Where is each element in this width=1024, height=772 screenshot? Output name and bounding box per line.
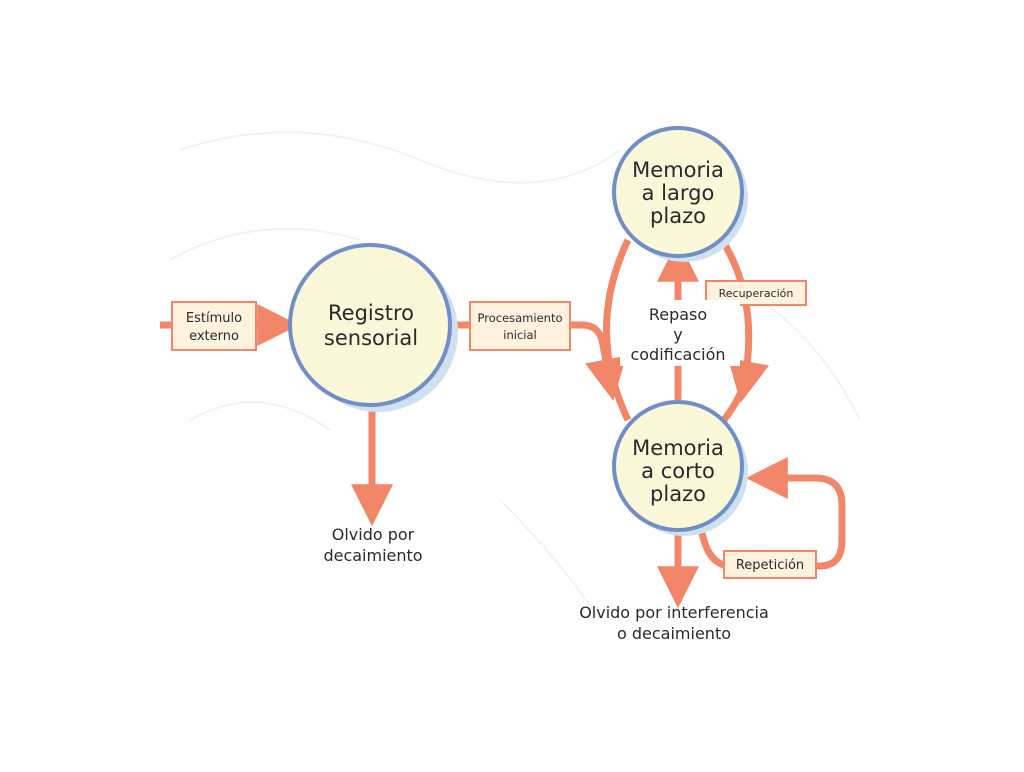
label-retrieval: Recuperación: [705, 280, 807, 306]
longterm-line3: plazo: [650, 204, 706, 228]
label-forget-decay: Olvido por decaimiento: [323, 525, 422, 565]
label-forget-interference: Olvido por interferencia o decaimiento: [579, 603, 769, 643]
stimulus-line1: Estímulo: [186, 311, 242, 326]
stimulus-line2: externo: [189, 329, 239, 344]
rehearsal-line2: y: [673, 325, 682, 344]
longterm-line2: a largo: [642, 181, 715, 205]
repetition-text: Repetición: [736, 558, 804, 573]
rehearsal-line1: Repaso: [649, 305, 707, 324]
label-rehearsal: Repaso y codificación: [620, 300, 740, 366]
shortterm-line2: a corto: [641, 459, 715, 483]
background-texture: [169, 131, 861, 621]
arrows: [160, 238, 846, 609]
shortterm-line1: Memoria: [632, 436, 724, 460]
forget-decay-line1: Olvido por: [332, 525, 415, 544]
processing-line2: inicial: [503, 328, 536, 342]
sensory-line2: sensorial: [324, 326, 418, 350]
forget-decay-line2: decaimiento: [323, 546, 422, 565]
rehearsal-line3: codificación: [630, 345, 725, 364]
retrieval-text: Recuperación: [719, 287, 794, 300]
forget-interference-line1: Olvido por interferencia: [579, 603, 769, 622]
label-repetition: Repetición: [723, 550, 817, 579]
node-short-term-memory: Memoria a corto plazo: [612, 400, 748, 536]
label-initial-processing: Procesamiento inicial: [469, 301, 571, 351]
shortterm-line3: plazo: [650, 482, 706, 506]
longterm-line1: Memoria: [632, 158, 724, 182]
node-long-term-memory: Memoria a largo plazo: [612, 126, 748, 262]
arrow-initial-processing: [452, 321, 627, 401]
sensory-line1: Registro: [328, 301, 414, 325]
node-sensory-register: Registro sensorial: [288, 243, 458, 412]
arc-left: [603, 238, 632, 422]
forget-interference-line2: o decaimiento: [617, 624, 731, 643]
label-stimulus: Estímulo externo: [171, 301, 257, 351]
processing-line1: Procesamiento: [478, 311, 563, 325]
arrow-retrieval: [719, 238, 770, 403]
arrow-repetition-loop: [696, 457, 846, 570]
